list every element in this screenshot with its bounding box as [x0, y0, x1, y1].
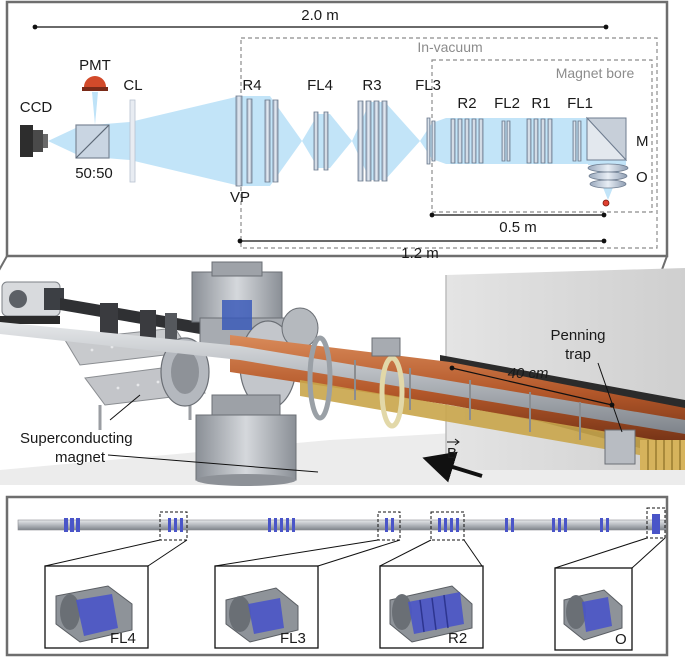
ccd-label: CCD — [20, 99, 53, 116]
r2-label: R2 — [457, 95, 476, 112]
r3-lens-group: R3 — [357, 77, 388, 182]
o-selection-box — [646, 507, 666, 539]
fl4-label: FL4 — [307, 77, 333, 94]
fl1-lens-group: FL1 — [567, 95, 593, 162]
vp-window — [235, 95, 243, 187]
scale-bar-vacuum: 1.2 m — [237, 238, 607, 262]
fl4-selection-box — [159, 511, 188, 541]
objective-o: O — [587, 163, 648, 207]
b-field-label: B — [447, 445, 457, 462]
lens-tube-panel: FL4 FL3 R2 O — [5, 495, 669, 657]
penning-trap-housing — [604, 429, 636, 465]
in-vacuum-region — [240, 37, 658, 249]
beamsplitter-label: 50:50 — [75, 165, 113, 182]
scale-label-bore: 0.5 m — [499, 219, 537, 236]
scale-bar-total: 2.0 m — [32, 7, 609, 30]
optical-schematic-panel: 2.0 m In-vacuum Magnet bore CCD — [5, 0, 669, 262]
vp-label: VP — [230, 189, 250, 206]
inset-o: O — [554, 567, 633, 651]
scale-label-vacuum: 1.2 m — [401, 245, 439, 262]
fl2-lens-group: FL2 — [494, 95, 520, 162]
ccd-camera-photo — [0, 281, 64, 324]
tube-lens-elements — [64, 514, 660, 534]
inset-r2: R2 — [379, 565, 484, 649]
r2-selection-box — [430, 511, 465, 541]
r4-label: R4 — [242, 77, 261, 94]
fl1-label: FL1 — [567, 95, 593, 112]
fl3-label: FL3 — [415, 77, 441, 94]
m-label: M — [636, 133, 649, 150]
magnet-label-2: magnet — [55, 449, 106, 466]
scale-bar-trap: 40 cm — [449, 365, 615, 408]
fl3-selection-box — [377, 511, 401, 541]
apparatus-rendering: 40 cm Penning trap Superconducting magne… — [0, 261, 685, 486]
magnet-label-1: Superconducting — [20, 430, 133, 447]
ccd-camera: CCD — [20, 99, 53, 157]
inset-fl3-label: FL3 — [280, 630, 306, 647]
beamsplitter-cube: 50:50 — [75, 124, 113, 182]
magnet-bore-label: Magnet bore — [556, 65, 635, 81]
mirror-m: M — [585, 116, 649, 162]
lens-tube — [17, 519, 667, 531]
r3-label: R3 — [362, 77, 381, 94]
fl2-label: FL2 — [494, 95, 520, 112]
scale-label-trap: 40 cm — [508, 365, 549, 382]
pmt-label: PMT — [79, 57, 111, 74]
scale-bar-bore: 0.5 m — [429, 212, 607, 236]
inset-r2-label: R2 — [448, 630, 467, 647]
inset-fl3: FL3 — [214, 565, 319, 649]
in-vacuum-label: In-vacuum — [417, 39, 482, 55]
r4-lens-group: R4 VP — [230, 77, 279, 206]
r1-label: R1 — [531, 95, 550, 112]
ion-position-dot — [602, 199, 610, 207]
r2-lens-group: R2 — [450, 95, 484, 164]
pmt-detector: PMT — [79, 57, 111, 125]
scale-label-total: 2.0 m — [301, 7, 339, 24]
penning-trap-label-1: Penning — [550, 327, 605, 344]
inset-o-label: O — [615, 631, 627, 648]
cl-label: CL — [123, 77, 142, 94]
r1-lens-group: R1 — [526, 95, 553, 164]
inset-fl4: FL4 — [44, 565, 149, 649]
fl3-lens-group: FL3 — [415, 77, 441, 165]
inset-fl4-label: FL4 — [110, 630, 136, 647]
cl-lens: CL — [123, 77, 143, 183]
b-field-arrow: B — [422, 438, 483, 483]
o-label: O — [636, 169, 648, 186]
penning-trap-label-2: trap — [565, 346, 591, 363]
beam-tube — [0, 322, 685, 434]
fl4-lens-group: FL4 — [307, 77, 333, 171]
